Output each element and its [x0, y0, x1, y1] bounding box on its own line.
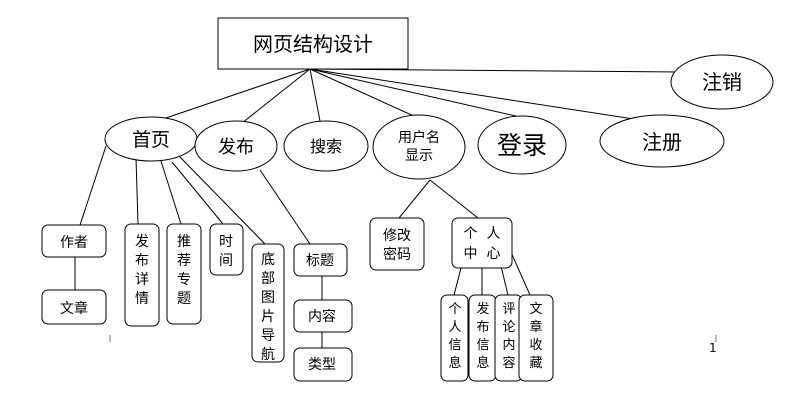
node-home-label: 首页 — [132, 129, 170, 151]
node-bottom-image-nav-label: 底部图片导航 — [261, 252, 275, 363]
edge-home-recommend — [159, 157, 182, 225]
node-personal-center-line2: 中 心 — [464, 246, 501, 262]
node-comment-content-label: 评论内容 — [502, 302, 515, 371]
edge-center-info — [453, 267, 462, 296]
node-change-password: 修改 密码 — [369, 217, 425, 271]
node-register-label: 注册 — [642, 130, 682, 154]
edge-root-home — [159, 68, 311, 121]
node-article-label: 文章 — [60, 300, 88, 317]
edge-root-register — [309, 68, 641, 121]
edge-home-time — [171, 161, 224, 225]
node-search: 搜索 — [283, 120, 369, 172]
node-logout: 注销 — [670, 54, 774, 110]
node-title-label: 标题 — [306, 253, 334, 269]
node-article: 文章 — [41, 289, 107, 325]
node-publish-detail: 发布详情 — [124, 223, 160, 327]
node-article-favorites-label: 文章收藏 — [529, 302, 542, 371]
page-number: 1 — [709, 341, 717, 355]
edge-center-favorites — [509, 249, 531, 296]
node-recommend-topic: 推荐专题 — [166, 223, 202, 325]
node-content-label: 内容 — [308, 308, 336, 325]
node-recommend-topic-label: 推荐专题 — [177, 234, 191, 307]
node-time: 时间 — [209, 223, 244, 276]
edge-root-login — [309, 68, 521, 118]
edge-username-password — [398, 179, 431, 219]
node-search-label: 搜索 — [310, 137, 342, 156]
edge-publish-title — [259, 169, 311, 245]
node-login-label: 登录 — [497, 131, 547, 160]
connector-lines — [74, 68, 681, 348]
node-username: 用户名 显示 — [372, 114, 466, 180]
edge-root-publish — [241, 68, 311, 124]
node-bottom-image-nav: 底部图片导航 — [251, 243, 285, 363]
node-publish-label: 发布 — [218, 137, 254, 158]
node-publish: 发布 — [194, 120, 278, 172]
node-type: 类型 — [293, 347, 353, 382]
node-publish-info-label: 发布信息 — [476, 301, 489, 371]
node-logout-label: 注销 — [702, 70, 742, 94]
node-time-label: 时间 — [219, 234, 233, 269]
node-article-favorites: 文章收藏 — [518, 294, 554, 382]
node-author-label: 作者 — [60, 235, 88, 251]
edge-root-search — [309, 68, 321, 122]
node-login: 登录 — [477, 115, 567, 175]
node-publish-info: 发布信息 — [468, 294, 497, 382]
node-comment-content: 评论内容 — [494, 294, 523, 382]
node-content: 内容 — [293, 299, 353, 333]
root-label: 网页结构设计 — [253, 32, 373, 56]
node-author: 作者 — [41, 224, 107, 258]
node-personal-center: 个 人 中 心 — [451, 217, 513, 269]
node-title: 标题 — [293, 243, 348, 277]
node-home: 首页 — [104, 116, 198, 162]
node-personal-info-label: 个人信息 — [448, 302, 461, 371]
edge-home-bottom-nav — [177, 154, 266, 245]
edge-root-username — [309, 68, 417, 118]
node-register: 注册 — [599, 114, 725, 168]
node-personal-info: 个人信息 — [440, 294, 469, 382]
root-node: 网页结构设计 — [217, 17, 409, 70]
node-type-label: 类型 — [308, 357, 336, 373]
edge-home-publish-detail — [135, 157, 139, 225]
node-personal-center-line1: 个 人 — [464, 226, 501, 242]
node-username-label-line2: 显示 — [405, 148, 433, 164]
edge-home-author — [79, 145, 107, 226]
node-username-label-line1: 用户名 — [398, 129, 440, 146]
node-change-password-line1: 修改 — [383, 228, 411, 244]
node-publish-detail-label: 发布详情 — [135, 234, 149, 307]
node-change-password-line2: 密码 — [383, 246, 411, 263]
edge-username-center — [429, 179, 479, 219]
